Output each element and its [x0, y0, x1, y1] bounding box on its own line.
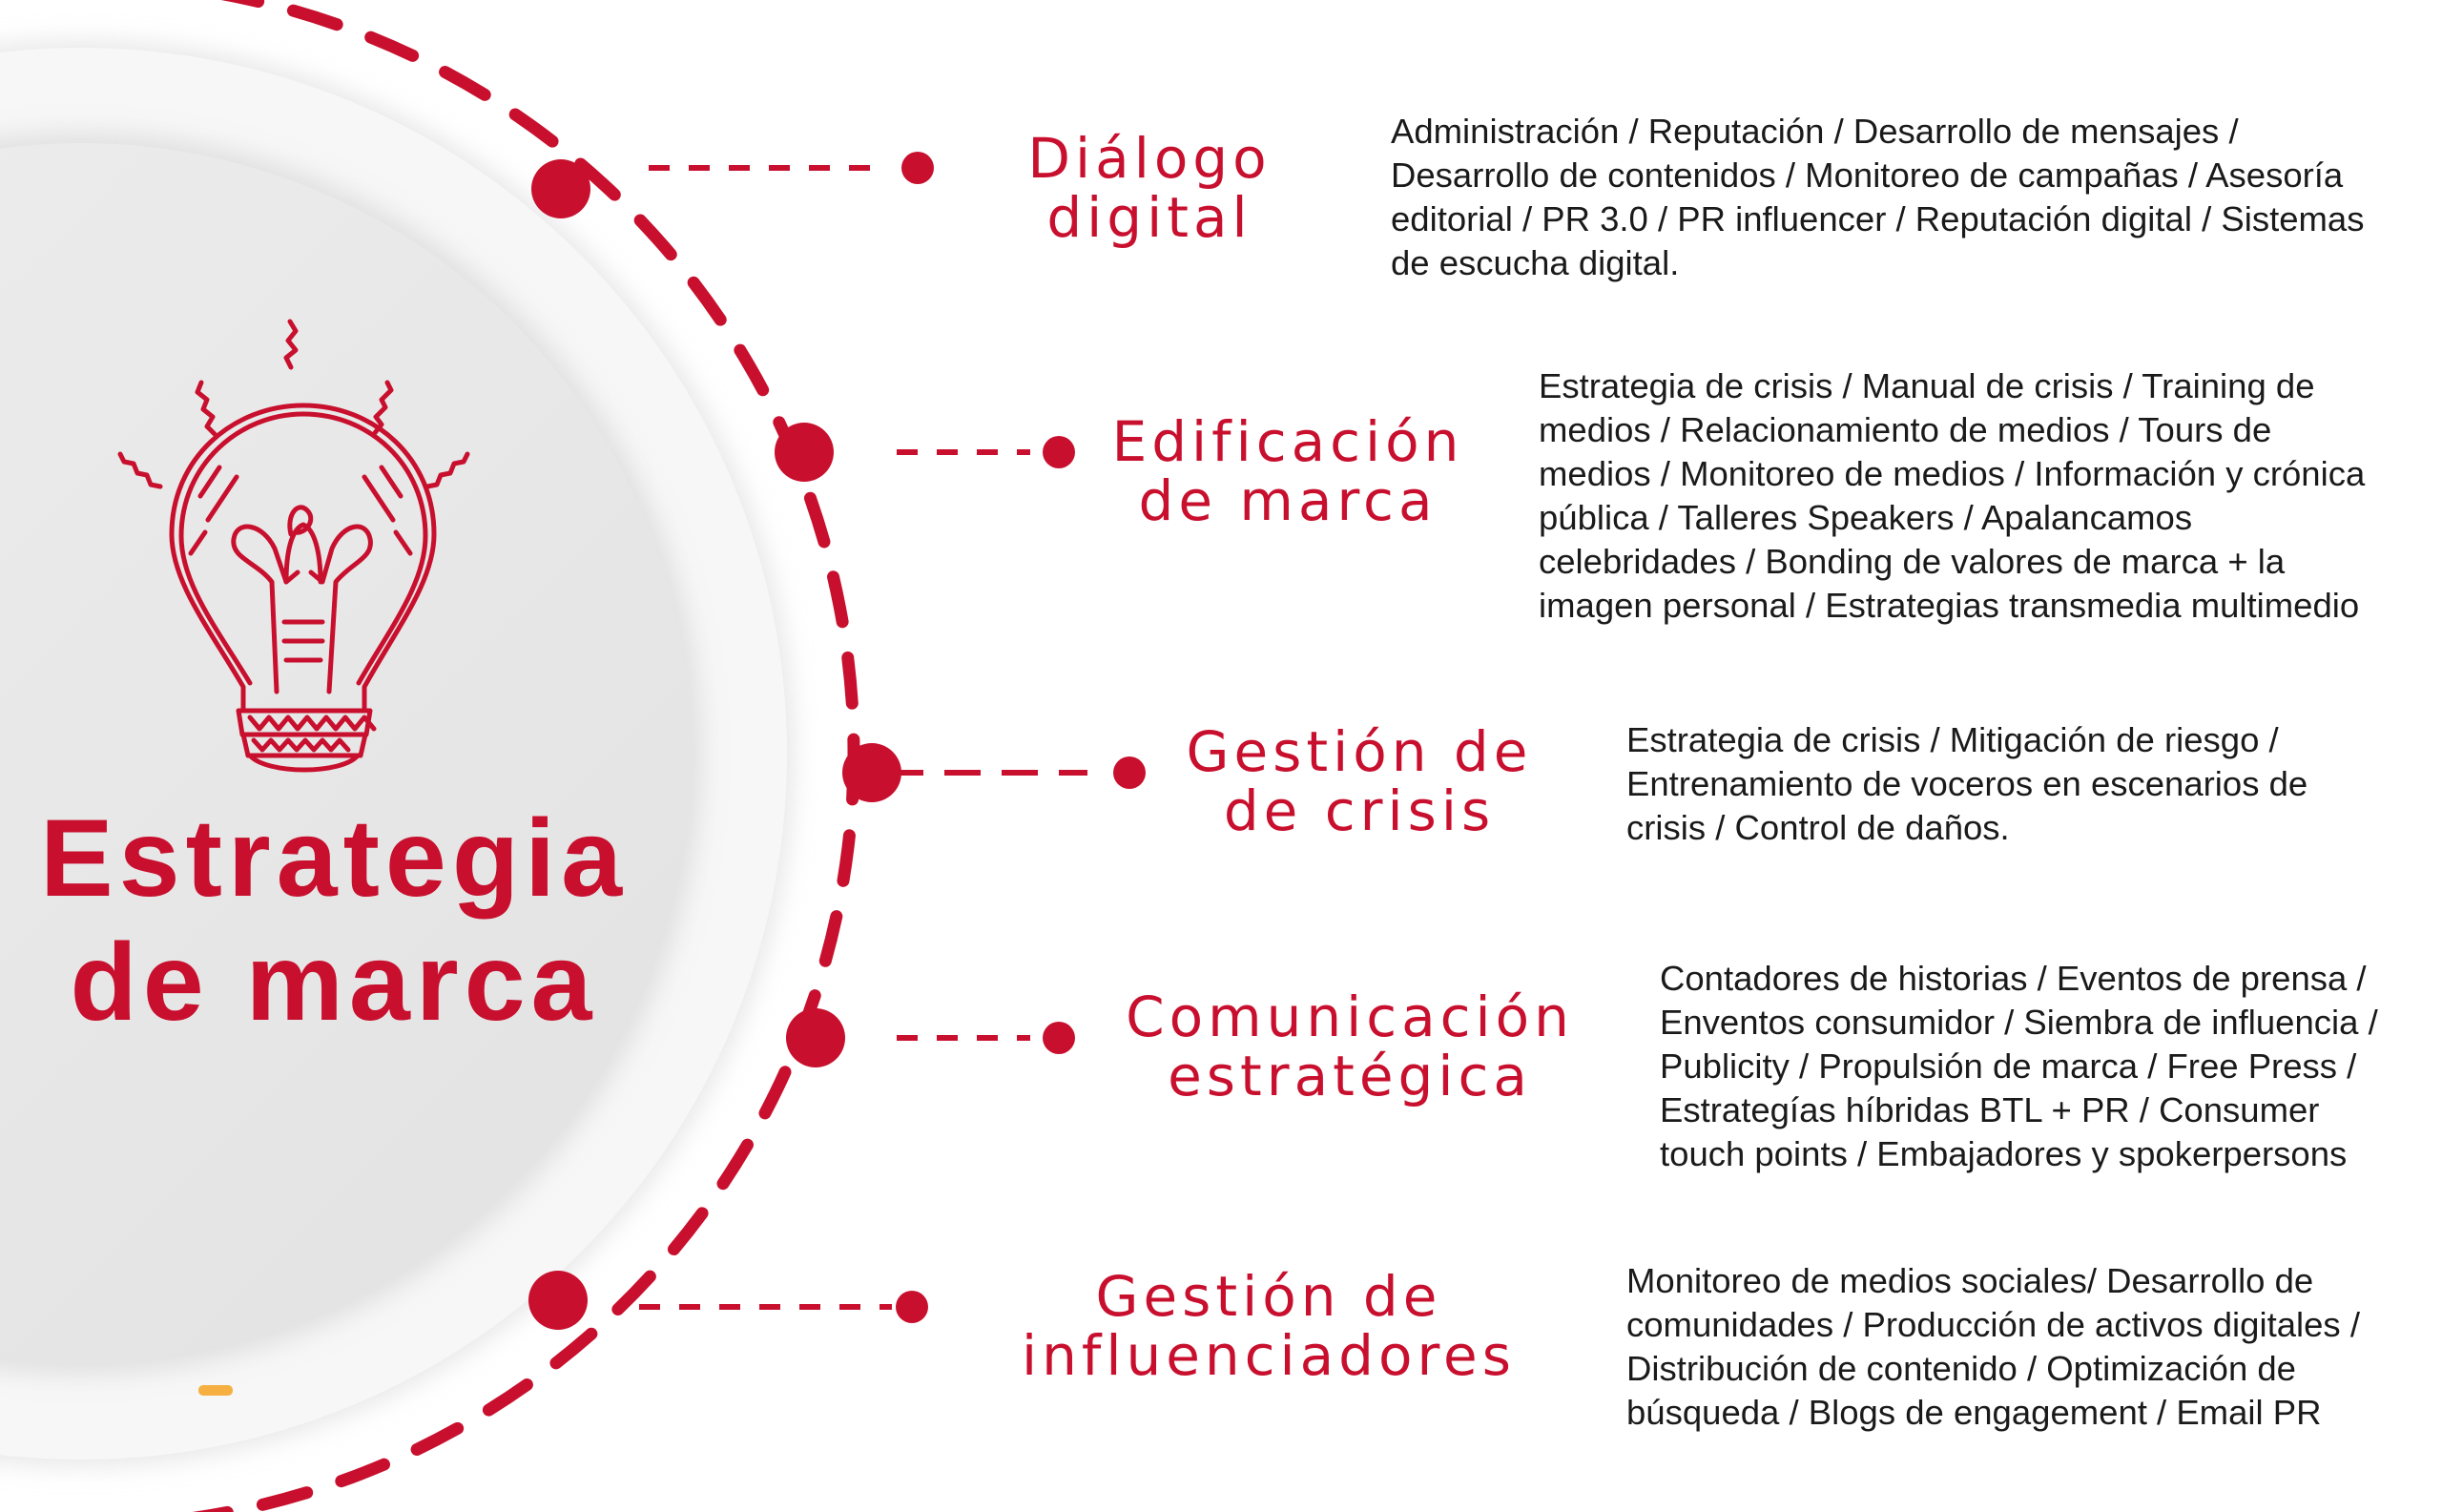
desc-line: touch points / Embajadores y spokerperso…: [1660, 1134, 2348, 1173]
branch-title-line: Gestión de: [1186, 719, 1533, 784]
node-dot-edificacion: [775, 423, 834, 482]
desc-line: medios / Monitoreo de medios / Informaci…: [1539, 454, 2366, 493]
desc-line: Estrategia de crisis / Manual de crisis …: [1539, 366, 2315, 405]
branch-title-dialogo: Diálogo digital: [992, 129, 1307, 247]
desc-line: Enventos consumidor / Siembra de influen…: [1660, 1003, 2378, 1042]
branch-title-line: estratégica: [1168, 1044, 1532, 1108]
end-dot-dialogo: [901, 152, 934, 184]
desc-line: crisis / Control de daños.: [1626, 808, 2010, 847]
desc-line: Contadores de historias / Eventos de pre…: [1660, 959, 2367, 998]
node-dot-comunicacion: [786, 1008, 845, 1067]
desc-line: pública / Talleres Speakers / Apalancamo…: [1539, 498, 2193, 537]
desc-line: Monitoreo de medios sociales/ Desarrollo…: [1626, 1261, 2314, 1300]
end-dot-edificacion: [1043, 436, 1075, 468]
desc-line: Publicity / Propulsión de marca / Free P…: [1660, 1046, 2357, 1086]
node-dot-crisis: [842, 743, 901, 802]
end-dot-comunicacion: [1043, 1022, 1075, 1054]
branch-desc-influenciadores: Monitoreo de medios sociales/ Desarrollo…: [1626, 1259, 2360, 1435]
end-dot-influenciadores: [896, 1291, 928, 1323]
branch-title-line: Comunicación: [1126, 984, 1574, 1049]
desc-line: editorial / PR 3.0 / PR influencer / Rep…: [1391, 199, 2365, 238]
desc-line: Entrenamiento de voceros en escenarios d…: [1626, 764, 2308, 803]
node-dot-influenciadores: [528, 1271, 588, 1330]
branch-title-line: de crisis: [1223, 778, 1496, 843]
branch-desc-dialogo: Administración / Reputación / Desarrollo…: [1391, 110, 2364, 285]
desc-line: búsqueda / Blogs de engagement / Email P…: [1626, 1393, 2322, 1432]
node-dot-dialogo: [531, 159, 590, 218]
branch-title-line: Edificación: [1111, 409, 1464, 474]
branch-title-comunicacion: Comunicación estratégica: [1121, 987, 1579, 1106]
desc-line: medios / Relacionamiento de medios / Tou…: [1539, 410, 2272, 449]
center-title-line2: de marca: [70, 922, 598, 1044]
branch-title-influenciadores: Gestión de influenciadores: [1011, 1267, 1526, 1385]
branch-desc-crisis: Estrategia de crisis / Mitigación de rie…: [1626, 718, 2307, 850]
branch-title-line: influenciadores: [1022, 1323, 1516, 1388]
lightbulb-icon: [117, 319, 470, 773]
branch-title-edificacion: Edificación de marca: [1097, 412, 1479, 530]
desc-line: Estrategías híbridas BTL + PR / Consumer: [1660, 1090, 2320, 1129]
branch-desc-comunicacion: Contadores de historias / Eventos de pre…: [1660, 957, 2378, 1176]
branch-title-crisis: Gestión de de crisis: [1169, 722, 1550, 840]
highlight-mark: [198, 1385, 233, 1396]
branch-title-line: Diálogo: [1027, 126, 1272, 191]
desc-line: Desarrollo de contenidos / Monitoreo de …: [1391, 155, 2344, 195]
desc-line: imagen personal / Estrategias transmedia…: [1539, 586, 2360, 625]
desc-line: Estrategia de crisis / Mitigación de rie…: [1626, 720, 2279, 759]
branch-title-line: digital: [1046, 185, 1252, 250]
desc-line: comunidades / Producción de activos digi…: [1626, 1305, 2360, 1344]
desc-line: Distribución de contenido / Optimización…: [1626, 1349, 2296, 1388]
branch-desc-edificacion: Estrategia de crisis / Manual de crisis …: [1539, 364, 2365, 628]
branch-title-line: de marca: [1138, 468, 1438, 533]
end-dot-crisis: [1113, 756, 1146, 789]
desc-line: de escucha digital.: [1391, 243, 1680, 282]
branch-title-line: Gestión de: [1095, 1264, 1442, 1329]
desc-line: celebridades / Bonding de valores de mar…: [1539, 542, 2286, 581]
center-title-line1: Estrategia: [39, 797, 629, 920]
desc-line: Administración / Reputación / Desarrollo…: [1391, 112, 2239, 151]
